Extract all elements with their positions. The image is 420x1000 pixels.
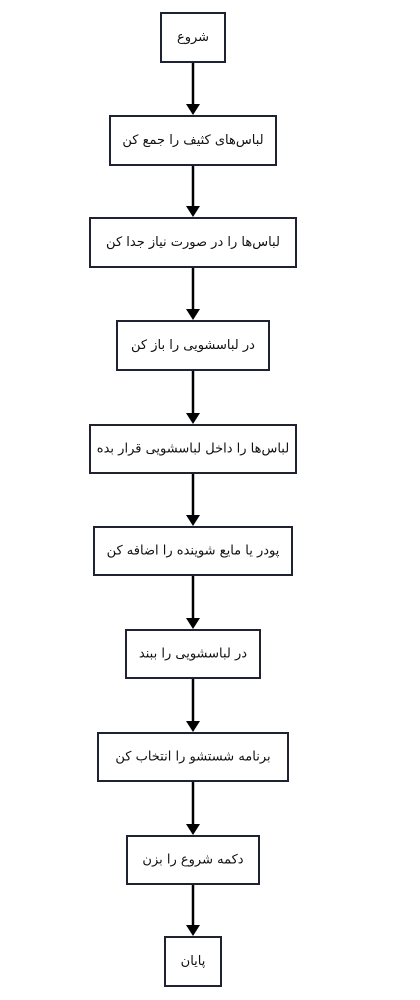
node-label: لباس‌ها را داخل لباسشویی قرار بده [97, 442, 289, 457]
flowchart-node-start: شروع [160, 12, 226, 63]
flowchart-node-sort: لباس‌ها را در صورت نیاز جدا کن [89, 217, 297, 268]
node-label: پودر یا مایع شوینده را اضافه کن [107, 544, 280, 559]
arrow-head-icon [186, 413, 200, 424]
node-box [93, 526, 293, 576]
flowchart-node-press: دکمه شروع را بزن [126, 835, 260, 885]
node-box [126, 835, 260, 885]
flowchart-node-load: لباس‌ها را داخل لباسشویی قرار بده [89, 424, 297, 474]
flowchart-arrow-load-to-detergent [186, 473, 200, 526]
node-label: لباس‌های کثیف را جمع کن [122, 133, 263, 148]
node-label: شروع [177, 30, 209, 45]
node-label: در لباسشویی را ببند [139, 647, 247, 662]
arrow-head-icon [186, 206, 200, 217]
node-box [116, 320, 270, 371]
flowchart-arrow-press-to-end [186, 884, 200, 936]
arrow-head-icon [186, 309, 200, 320]
arrow-head-icon [186, 618, 200, 629]
node-box [109, 115, 277, 166]
flowchart-nodes: شروع لباس‌های کثیف را جمع کن لباس‌ها را در… [89, 12, 297, 987]
arrow-head-icon [186, 925, 200, 936]
node-box [89, 424, 297, 474]
node-box [89, 217, 297, 268]
flowchart-arrow-collect-to-sort [186, 165, 200, 217]
node-box [125, 629, 261, 679]
flowchart-node-open: در لباسشویی را باز کن [116, 320, 270, 371]
flowchart-arrow-detergent-to-close [186, 575, 200, 629]
flowchart-node-detergent: پودر یا مایع شوینده را اضافه کن [93, 526, 293, 576]
arrow-head-icon [186, 824, 200, 835]
flowchart-arrow-sort-to-open [186, 267, 200, 320]
flowchart-arrow-start-to-collect [186, 62, 200, 115]
node-label: در لباسشویی را باز کن [131, 338, 255, 353]
node-label: پایان [181, 954, 206, 969]
flowchart-node-program: برنامه شستشو را انتخاب کن [97, 732, 289, 782]
node-label: لباس‌ها را در صورت نیاز جدا کن [106, 235, 280, 250]
arrow-head-icon [186, 515, 200, 526]
flowchart-arrow-program-to-press [186, 781, 200, 835]
flowchart-node-collect: لباس‌های کثیف را جمع کن [109, 115, 277, 166]
node-box [164, 936, 222, 987]
node-box [97, 732, 289, 782]
node-label: برنامه شستشو را انتخاب کن [115, 750, 270, 765]
flowchart-node-close: در لباسشویی را ببند [125, 629, 261, 679]
flowchart-node-end: پایان [164, 936, 222, 987]
flowchart-arrow-close-to-program [186, 678, 200, 732]
node-label: دکمه شروع را بزن [142, 853, 243, 868]
flowchart-arrow-open-to-load [186, 370, 200, 424]
arrow-head-icon [186, 104, 200, 115]
arrow-head-icon [186, 721, 200, 732]
node-box [160, 12, 226, 63]
flowchart-edges [186, 62, 200, 936]
